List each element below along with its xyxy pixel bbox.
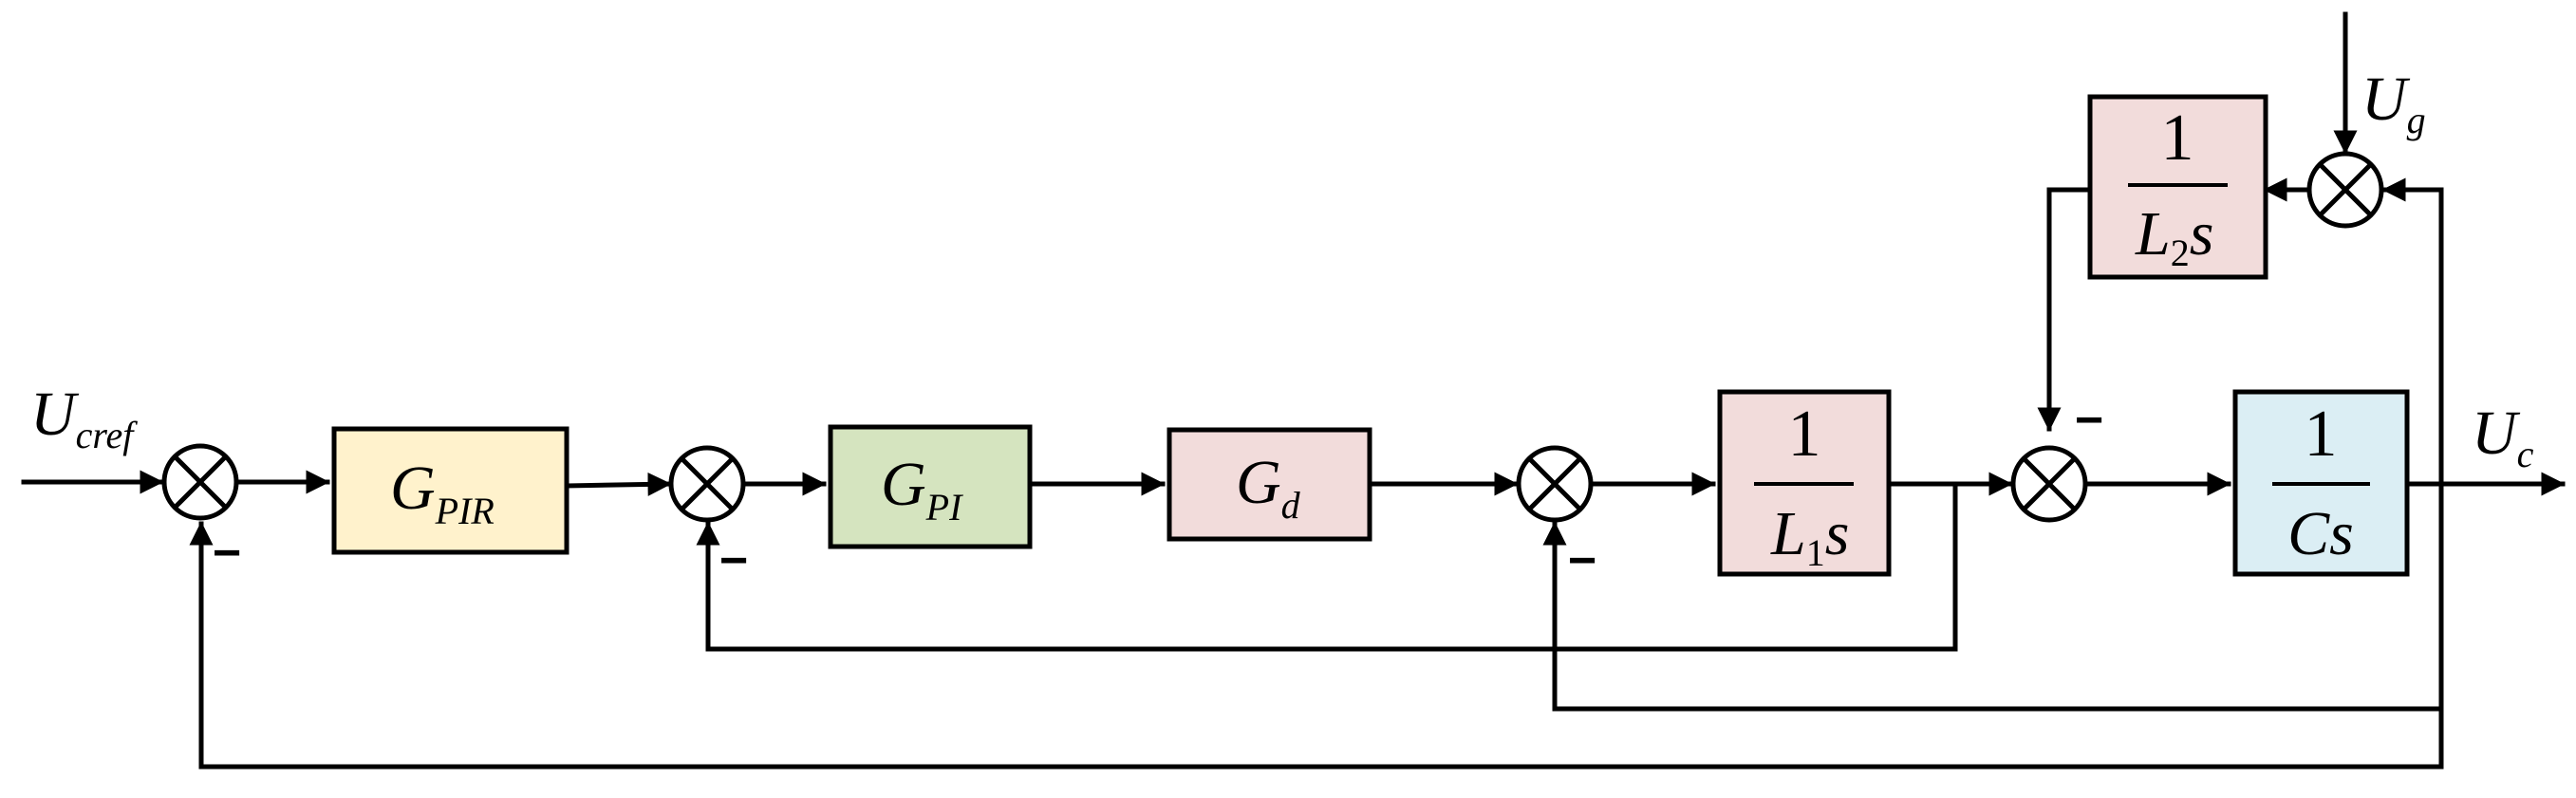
feedback-outer-loop xyxy=(189,481,2444,770)
svg-text:GPIR: GPIR xyxy=(390,454,495,532)
feedback-current-loop xyxy=(696,481,1958,652)
sum4-minus-sign: − xyxy=(2075,393,2103,448)
wire-uc-to-sum5 xyxy=(2381,177,2444,487)
sum1-minus-sign: − xyxy=(213,526,241,581)
sum3-minus-sign: − xyxy=(1568,533,1596,588)
summing-junction-3 xyxy=(1516,445,1594,523)
svg-text:Gd: Gd xyxy=(1236,448,1301,527)
sum2-minus-sign: − xyxy=(719,533,748,588)
signal-uc-label: Uc xyxy=(2472,399,2534,475)
block-cs: 1 Cs xyxy=(2232,389,2410,577)
signal-ucref-label: Ucref xyxy=(30,380,138,456)
block-gpir: GPIR xyxy=(331,426,569,555)
block-l2s: 1 L2s xyxy=(2087,94,2268,280)
summing-junction-1 xyxy=(161,443,239,521)
svg-text:Cs: Cs xyxy=(2287,499,2354,568)
block-gpir-box xyxy=(331,426,569,555)
block-gd: Gd xyxy=(1167,427,1372,542)
summing-junction-2 xyxy=(668,445,746,523)
svg-text:L2s: L2s xyxy=(2135,199,2213,274)
summing-junction-4 xyxy=(2010,445,2088,523)
wire-l2s-sum4 xyxy=(2037,187,2093,432)
svg-text:L1s: L1s xyxy=(1770,499,1849,574)
svg-text:1: 1 xyxy=(1788,398,1821,471)
block-gpi-box xyxy=(828,424,1033,549)
block-gd-box xyxy=(1167,427,1372,542)
signal-ug-label: Ug xyxy=(2361,65,2426,141)
svg-text:1: 1 xyxy=(2161,102,2194,175)
wire-gpir-sum2 xyxy=(564,472,672,496)
summing-junction-5 xyxy=(2306,151,2384,229)
svg-text:GPI: GPI xyxy=(881,450,963,529)
block-gpi: GPI xyxy=(828,424,1033,549)
block-l1s: 1 L1s xyxy=(1717,389,1892,577)
feedback-voltage-loop xyxy=(1542,521,2444,712)
svg-text:1: 1 xyxy=(2305,398,2338,471)
